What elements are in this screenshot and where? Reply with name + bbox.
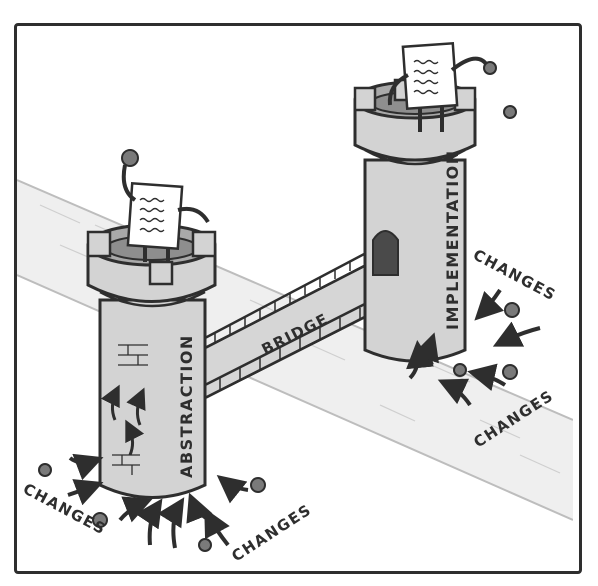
document-character-icon (121, 41, 489, 262)
arrow-icon (67, 288, 541, 549)
changes-label-right-top: CHANGES (470, 246, 559, 305)
abstraction-label: ABSTRACTION (177, 334, 196, 478)
gear-icon (38, 61, 520, 552)
brick-icon (112, 344, 148, 475)
changes-label-bottom-left: CHANGES (20, 480, 109, 539)
implementation-tower: IMPLEMENTATION (353, 78, 477, 363)
changes-label-bottom-center: CHANGES (228, 500, 315, 565)
implementation-label: IMPLEMENTATION (443, 149, 462, 330)
abstraction-tower: ABSTRACTION (86, 223, 217, 499)
